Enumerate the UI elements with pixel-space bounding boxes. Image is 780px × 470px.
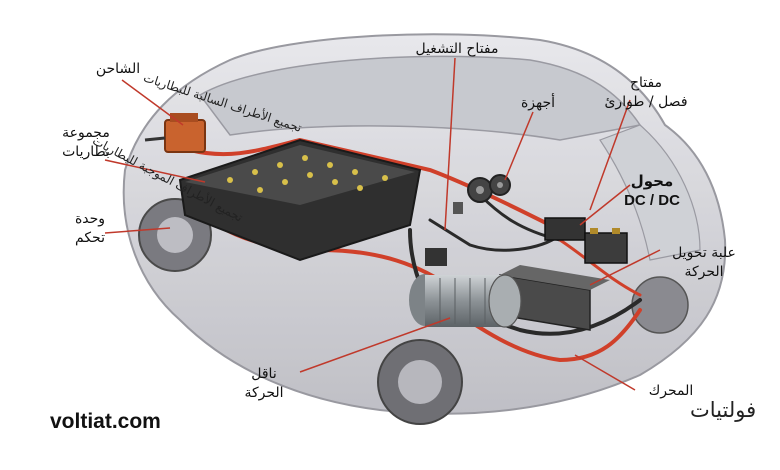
label-drive-shaft: ناقل الحركة xyxy=(244,366,284,401)
label-control-unit: وحدة تحكم xyxy=(74,211,106,246)
electric-motor xyxy=(409,274,522,328)
dashboard-gauges xyxy=(467,174,511,203)
ignition-switch xyxy=(453,202,463,214)
control-unit-box xyxy=(425,248,447,266)
label-devices: أجهزة xyxy=(520,95,556,111)
wheel-front-left xyxy=(377,339,463,425)
label-motor: المحرك xyxy=(648,383,694,399)
wheel-front-right xyxy=(631,276,689,334)
brand-watermark: فولتيات xyxy=(690,398,757,422)
label-dc-converter: محول DC / DC xyxy=(624,172,680,209)
battery-pack xyxy=(178,138,422,262)
label-battery-disconnect: مفتاح فصل / طوارئ xyxy=(604,75,688,110)
charger-unit xyxy=(144,113,206,153)
label-ignition-switch: مفتاح التشغيل xyxy=(415,41,499,57)
aux-battery xyxy=(584,228,628,264)
dc-dc-converter xyxy=(544,217,586,241)
label-battery-pack: مجموعة بطاريات xyxy=(62,125,110,160)
leader-lines xyxy=(104,57,661,391)
label-charger: الشاحن xyxy=(95,61,141,77)
label-transmission: علبة تحويل الحركة xyxy=(672,245,736,280)
site-watermark: voltiat.com xyxy=(50,410,161,433)
